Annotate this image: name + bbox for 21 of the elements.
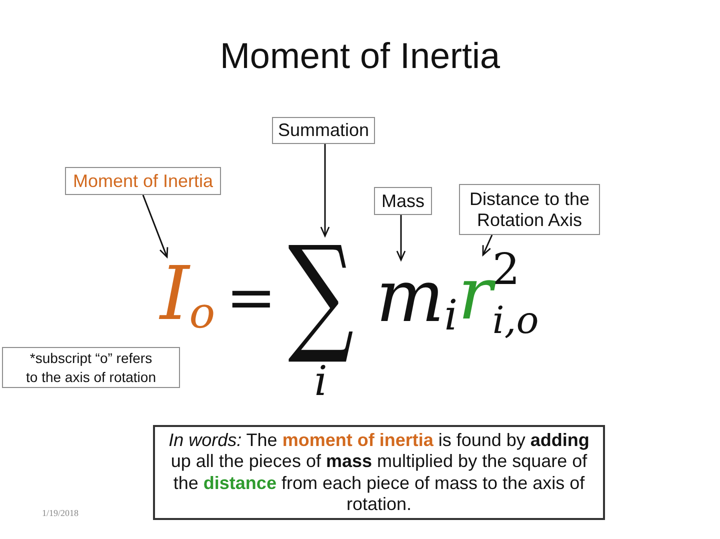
note-box (2, 347, 180, 388)
callout-text: Summation (278, 120, 370, 141)
leader-arrow (482, 234, 493, 256)
description-text: In words: The moment of inertia is found by adding up all the pieces of mass multiplied by the square of the distance from each piece of mass to the axis of rotation. (168, 430, 590, 515)
note-text: *subscript “o” refers to the axis of rotation (25, 349, 157, 386)
mass-symbol: m$_{i}$ (376, 260, 458, 332)
description-box (153, 425, 605, 520)
callout-text: Distance to the Rotation Axis (468, 188, 591, 230)
inertia-symbol: I$_{o}$ (160, 257, 216, 331)
title: Moment of Inertia (218, 35, 502, 76)
callout-text: Mass (381, 190, 424, 212)
callout-box (459, 184, 600, 235)
callout-box (374, 187, 432, 215)
equals-sign: = (226, 268, 276, 328)
leader-arrow (142, 194, 168, 258)
leader-arrow (320, 144, 330, 237)
callout-box (65, 167, 221, 195)
date-text: 1/19/2018 (42, 509, 79, 518)
callout-text: Moment of Inertia (72, 170, 214, 192)
callout-box (272, 117, 375, 144)
leader-arrow (396, 215, 406, 261)
